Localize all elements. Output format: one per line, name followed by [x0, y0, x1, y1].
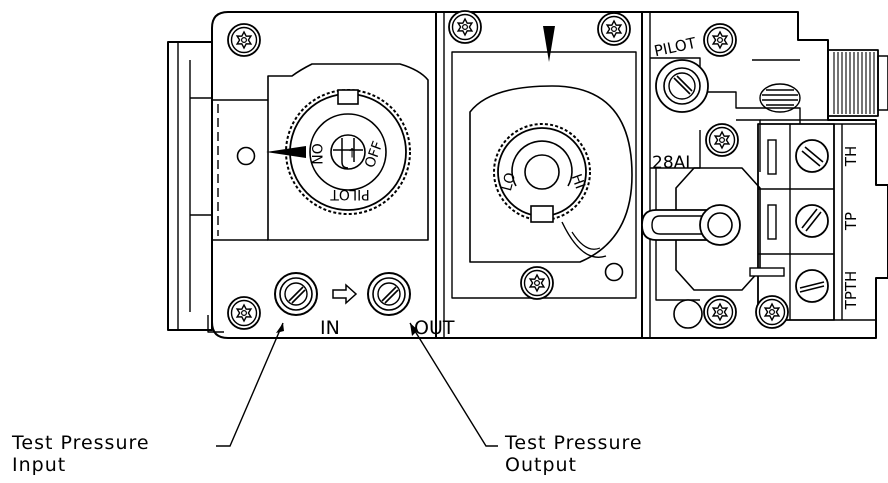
- knob-label-lo: LO: [499, 171, 519, 193]
- vent-hole-right: [673, 299, 703, 329]
- dial-indicator-symbol: ↓: [347, 144, 358, 159]
- left-bracket: [167, 41, 213, 331]
- port-label-in: IN: [320, 317, 340, 339]
- vent-hole-left: [236, 146, 256, 166]
- dial-pointer-arrow: [266, 146, 306, 158]
- dial-housing: [267, 63, 429, 241]
- torx-screw-top-center-left: [448, 10, 482, 44]
- port-label-out: OUT: [414, 317, 455, 339]
- terminal-label-tpth: TPTH: [842, 271, 860, 311]
- flow-arrow-icon: [332, 283, 358, 305]
- dial-label-pilot: PILOT: [330, 186, 370, 202]
- callout-input-line2: Input: [12, 454, 67, 476]
- torx-screw-top-left: [227, 23, 261, 57]
- pilot-lever: [641, 204, 741, 246]
- terminal-label-th: TH: [842, 146, 860, 167]
- dial-label-on: ON: [308, 143, 324, 165]
- vent-hole-center: [604, 262, 624, 282]
- torx-screw-bottom-right-b: [755, 295, 789, 329]
- torx-screw-right-middle: [705, 123, 739, 157]
- output-leader-line: [409, 322, 498, 447]
- center-plate: [451, 51, 637, 299]
- torx-screw-top-right: [703, 23, 737, 57]
- callout-output-line1: Test Pressure: [505, 432, 643, 454]
- torx-screw-bottom-left: [227, 296, 261, 330]
- valve-body: [211, 11, 888, 339]
- terminal-label-tp: TP: [842, 212, 860, 231]
- regulator-knob: [493, 123, 607, 258]
- inlet-pressure-port: [274, 272, 318, 316]
- callout-output-line2: Output: [505, 454, 577, 476]
- input-leader-line: [216, 322, 284, 447]
- callout-input-line1: Test Pressure: [12, 432, 150, 454]
- torx-screw-bottom-right-a: [703, 295, 737, 329]
- callout-test-pressure-input: Test Pressure Input: [12, 432, 150, 476]
- callout-test-pressure-output: Test Pressure Output: [505, 432, 643, 476]
- torx-screw-top-center-right: [597, 12, 631, 46]
- gas-control-dial: [285, 89, 411, 215]
- model-label: 28AI: [652, 153, 690, 173]
- knob-label-hi: HI: [568, 172, 588, 191]
- outlet-pressure-port: [367, 272, 411, 316]
- threaded-plug: [759, 83, 801, 113]
- torx-screw-center-bottom: [520, 266, 554, 300]
- pilot-label: PILOT: [652, 34, 698, 61]
- pilot-adjust-screw: [655, 59, 709, 113]
- terminal-block: [757, 123, 835, 321]
